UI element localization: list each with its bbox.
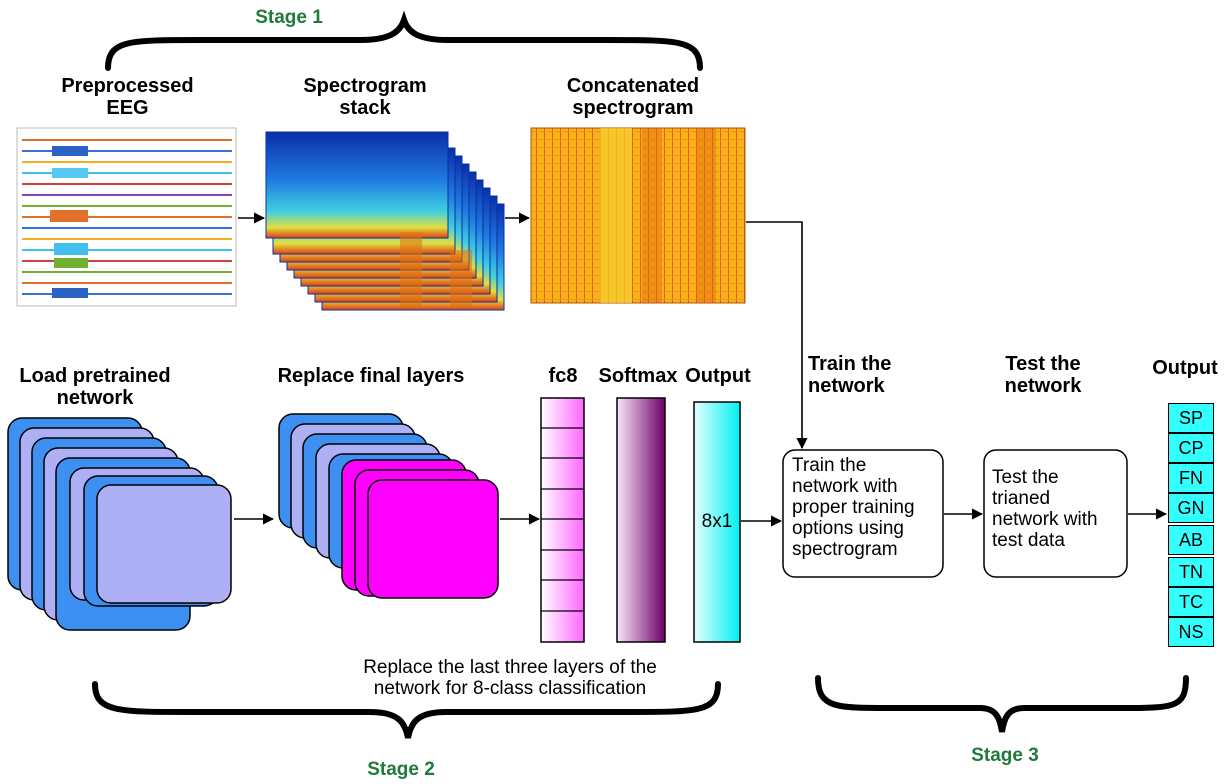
stack-title: Spectrogram stack [280,75,450,119]
concat-title-line2: spectrogram [572,96,694,119]
train-box-text: Train the network with proper training o… [792,455,940,560]
train-box-line: network with [792,475,898,497]
stage2-label: Stage 2 [367,759,435,780]
test-title-line2: network [1004,374,1082,397]
train-title-line2: network [808,374,885,397]
concat-title-line1: Concatenated [566,75,700,97]
test-box-text: Test the trianed network with test data [992,467,1122,552]
class-cell: NS [1168,617,1214,647]
fc8-layer-icon [540,397,585,643]
load-title: Load pretrained network [0,365,190,409]
stage3-brace-icon [815,675,1189,733]
test-box-line: network with [992,508,1098,530]
arrow-concat-to-train [746,221,808,450]
test-box-line: test data [992,529,1065,551]
stage1-label: Stage 1 [255,7,323,28]
softmax-layer-icon [616,397,666,643]
output-size-label: 8x1 [701,511,733,532]
replace-note: Replace the last three layers of the net… [300,657,720,699]
replaced-layers-icon [278,413,499,599]
eeg-title-line1: Preprocessed [61,75,194,97]
train-title-line1: Train the [808,353,892,375]
stack-title-line2: stack [339,96,391,119]
load-title-line2: network [56,386,134,409]
class-cell: SP [1168,403,1214,433]
train-box-line: Train the [792,455,867,476]
train-box-line: spectrogram [792,538,898,560]
test-title-line1: Test the [1005,353,1081,375]
train-title: Train the network [808,353,928,397]
fc8-title: fc8 [548,365,578,387]
class-cell: TC [1168,587,1214,617]
output-layer-icon [693,401,741,643]
stage2-brace-icon [92,681,721,739]
stage1-brace-icon [105,10,703,71]
replace-note-line1: Replace the last three layers of the [363,657,657,678]
eeg-plot-icon [16,127,237,307]
stack-title-line1: Spectrogram [303,75,427,97]
softmax-title: Softmax [598,365,678,387]
pretrained-layers-icon [7,417,232,631]
eeg-title-line2: EEG [106,96,149,119]
train-box [782,449,944,578]
class-cell: TN [1168,557,1214,587]
concat-title: Concatenated spectrogram [538,75,728,119]
test-box [983,449,1128,578]
class-cell: AB [1168,525,1214,555]
stage3-label: Stage 3 [971,745,1039,766]
eeg-title: Preprocessed EEG [40,75,215,119]
test-box-line: Test the [992,467,1059,488]
train-box-line: proper training [792,496,915,518]
spectrogram-stack-icon [265,131,505,311]
test-box-line: trianed [992,487,1051,509]
class-cell: CP [1168,433,1214,463]
output-title: Output [1152,357,1218,379]
train-box-line: options using [792,517,904,539]
output-layer-title: Output [685,365,751,387]
test-title: Test the network [988,353,1098,397]
replace-title: Replace final layers [277,365,465,387]
replace-note-line2: network for 8-class classification [373,677,647,699]
concatenated-spectrogram-icon [530,127,746,304]
class-cell: FN [1168,463,1214,493]
class-cell: GN [1168,493,1214,523]
load-title-line1: Load pretrained [19,365,171,387]
